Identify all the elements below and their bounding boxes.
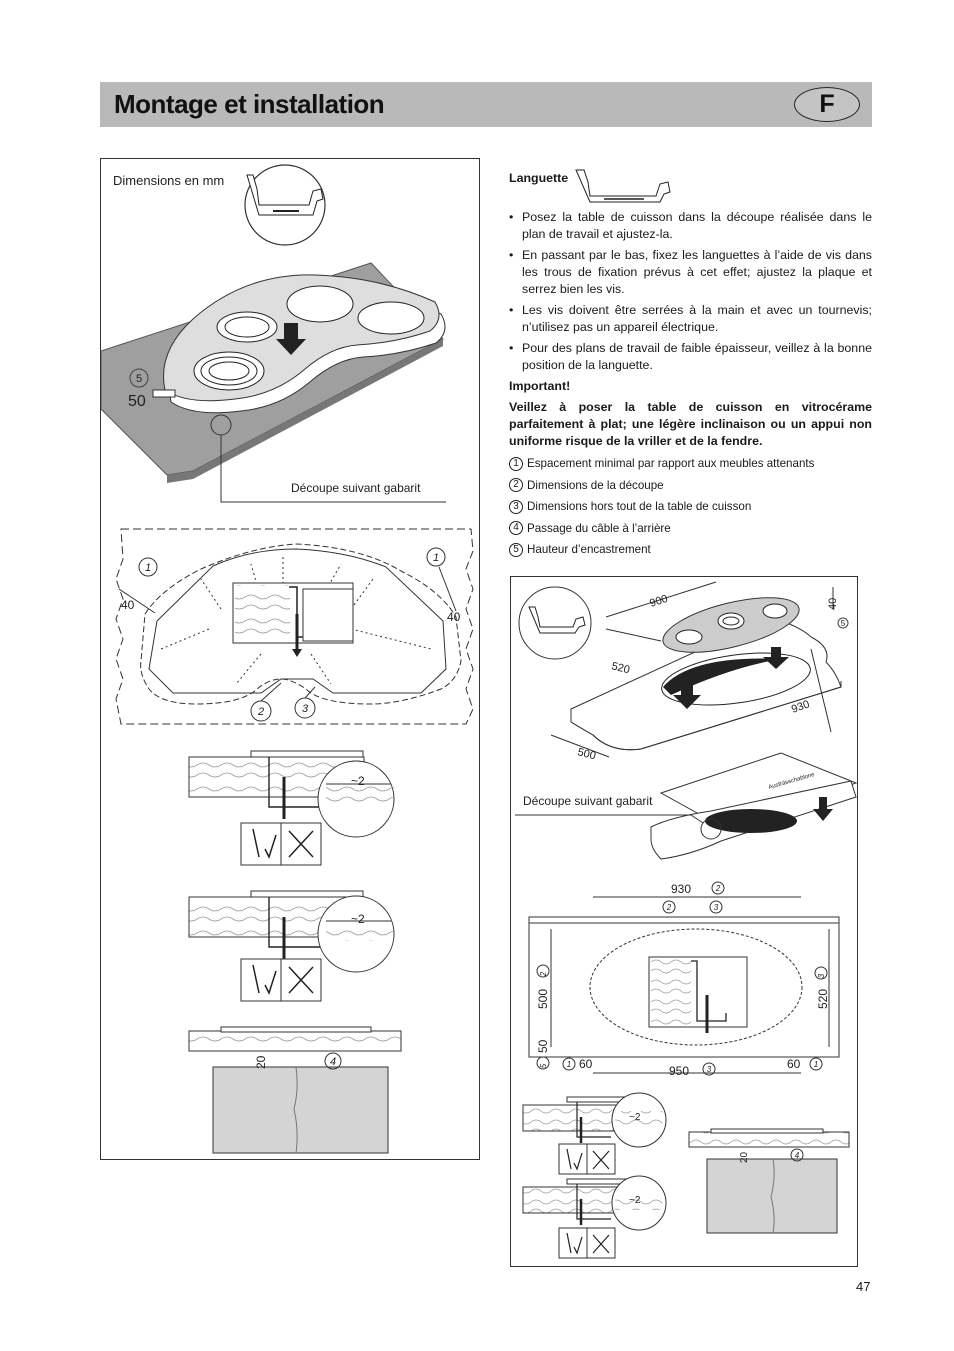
callout-5: 5 <box>136 373 142 385</box>
legend-text: Dimensions de la découpe <box>527 478 664 492</box>
callout-4: 4 <box>330 1056 336 1068</box>
languette-clip-icon <box>575 169 671 203</box>
plan-callout-1-left: 1 <box>567 1060 571 1069</box>
plan-dim-50: 50 <box>536 1039 550 1053</box>
legend-text: Dimensions hors tout de la table de cuis… <box>527 500 752 514</box>
plan-callout-2-left: 2 <box>539 971 548 977</box>
dim-900: 900 <box>648 593 669 610</box>
dim-50-label: 50 <box>128 393 146 410</box>
callout-1-left: 1 <box>145 562 151 574</box>
instruction-item: Pour des plans de travail de faible épai… <box>509 340 872 374</box>
small-installed-section <box>688 1128 850 1234</box>
languette-heading: Languette <box>509 168 872 206</box>
left-figure-panel: 5 50 <box>100 158 480 1160</box>
clip-section-1 <box>188 750 395 866</box>
legend-list: 1 Espacement minimal par rapport aux meub… <box>509 453 872 561</box>
legend-number: 1 <box>509 456 523 471</box>
plan-dim-60-left: 60 <box>579 1057 593 1071</box>
gap-label-2: ~2 <box>351 912 365 926</box>
legend-item: 2 Dimensions de la découpe <box>509 475 872 497</box>
small-clip-section-2 <box>522 1175 667 1259</box>
plan-dimension-figure <box>528 881 840 1076</box>
dim-40-right: 40 <box>447 610 461 624</box>
dimensions-label: Dimensions en mm <box>113 173 225 188</box>
legend-item: 4 Passage du câble à l’arrière <box>509 518 872 540</box>
dim-40-left: 40 <box>121 598 135 612</box>
important-heading: Important! <box>509 379 571 393</box>
dim-520: 520 <box>610 660 631 676</box>
instructions-column: Languette Posez la table de cuisson dans… <box>509 168 872 561</box>
plan-dim-930: 930 <box>671 882 691 896</box>
callout-3: 3 <box>302 703 309 715</box>
instruction-item: En passant par le bas, fixez les languet… <box>509 247 872 298</box>
plan-dim-950: 950 <box>669 1064 689 1078</box>
instruction-item: Posez la table de cuisson dans la découp… <box>509 209 872 243</box>
right-figure-panel: 900 40 5 520 930 500 Ausfrässchablone <box>510 576 858 1267</box>
legend-item: 1 Espacement minimal par rapport aux meub… <box>509 453 872 475</box>
languette-title: Languette <box>509 171 569 185</box>
hob-isometric-figure <box>100 262 446 503</box>
legend-number: 4 <box>509 521 523 536</box>
legend-item: 5 Hauteur d’encastrement <box>509 539 872 561</box>
legend-text: Hauteur d’encastrement <box>527 543 651 557</box>
legend-text: Passage du câble à l’arrière <box>527 521 671 535</box>
dim-930: 930 <box>790 698 811 716</box>
small-dim-20: 20 <box>739 1151 750 1163</box>
plan-callout-2: 2 <box>666 903 672 912</box>
template-sheet-figure <box>515 752 858 860</box>
language-badge: F <box>794 87 860 122</box>
installation-illustration-left: 5 50 <box>100 164 474 1154</box>
plan-callout-3-bottom: 3 <box>707 1065 712 1074</box>
legend-text: Espacement minimal par rapport aux meubl… <box>527 457 815 471</box>
gap-label-1: ~2 <box>351 774 365 788</box>
cutout-template-label-right: Découpe suivant gabarit <box>523 794 653 808</box>
instruction-item: Les vis doivent être serrées à la main e… <box>509 302 872 336</box>
small-gap-label-1: ~2 <box>629 1112 641 1123</box>
plan-callout-1-right: 1 <box>814 1060 818 1069</box>
dim-500: 500 <box>576 746 597 762</box>
legend-number: 3 <box>509 499 523 514</box>
plan-dim-60-right: 60 <box>787 1057 801 1071</box>
callout-2: 2 <box>257 706 264 718</box>
plan-callout-2-top: 2 <box>715 884 721 893</box>
small-callout-4: 4 <box>795 1151 800 1160</box>
clip-detail-circle <box>244 164 326 246</box>
cutout-template-label: Découpe suivant gabarit <box>291 481 421 495</box>
installed-section-figure <box>188 1026 402 1154</box>
legend-number: 2 <box>509 478 523 493</box>
page-number: 47 <box>856 1279 871 1294</box>
page-title: Montage et installation <box>114 89 385 119</box>
header-bar: Montage et installation F <box>100 82 872 127</box>
installation-illustration-right: 900 40 5 520 930 500 Ausfrässchablone <box>515 581 858 1259</box>
callout-1-right: 1 <box>433 552 439 564</box>
legend-number: 5 <box>509 542 523 557</box>
countertop-isometric-figure <box>518 581 849 758</box>
plan-callout-5: 5 <box>539 1063 548 1068</box>
small-gap-label-2: ~2 <box>629 1195 641 1206</box>
clip-section-2 <box>188 890 395 1002</box>
dim-40-right-panel: 40 <box>827 598 839 610</box>
callout-5-right: 5 <box>841 619 846 628</box>
small-clip-section-1 <box>522 1092 667 1175</box>
plan-callout-3-right: 3 <box>817 973 826 978</box>
cutout-plan-figure <box>115 528 474 725</box>
plan-dim-500: 500 <box>536 989 550 1009</box>
plan-dim-520: 520 <box>816 989 830 1009</box>
legend-item: 3 Dimensions hors tout de la table de cui… <box>509 496 872 518</box>
instruction-list: Posez la table de cuisson dans la découp… <box>509 209 872 374</box>
dim-20: 20 <box>254 1055 268 1069</box>
plan-callout-3: 3 <box>714 903 719 912</box>
warning-text: Veillez à poser la table de cuisson en v… <box>509 400 872 448</box>
